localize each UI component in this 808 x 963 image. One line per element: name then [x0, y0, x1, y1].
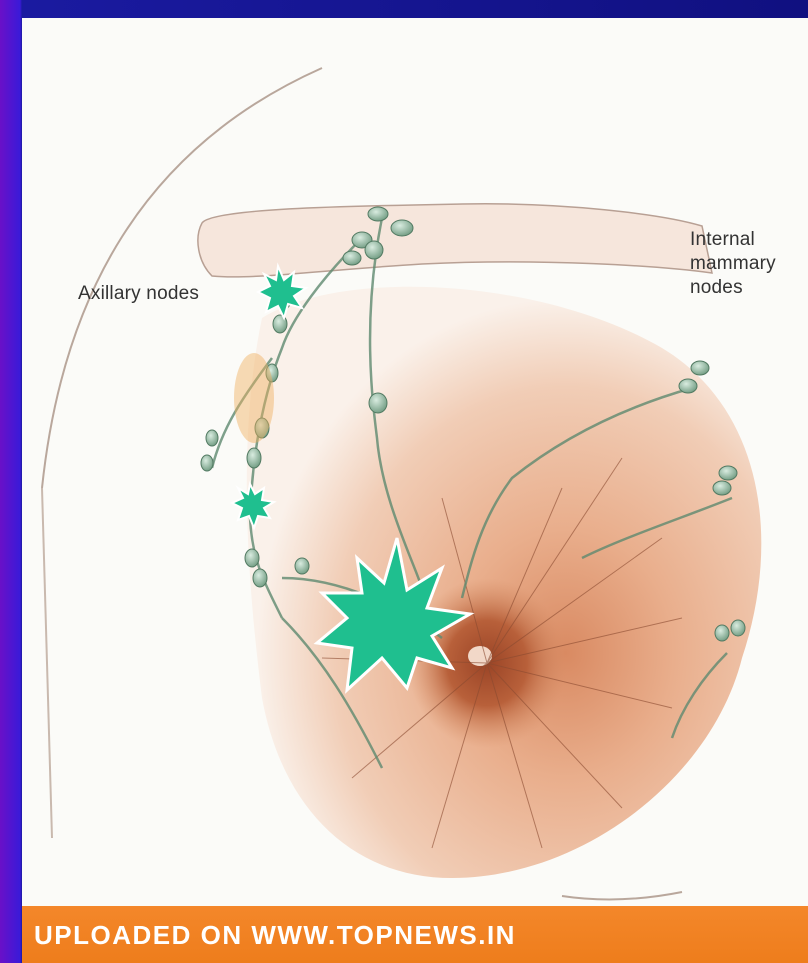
internal-mammary-nodes-label: Internal mammary nodes: [690, 228, 808, 300]
axillary-nodes-label: Axillary nodes: [78, 282, 199, 306]
internal-mammary-line-1: Internal: [690, 228, 808, 252]
internal-mammary-line-3: nodes: [690, 276, 808, 300]
illustration-frame: Axillary nodes Internal mammary nodes UP…: [22, 18, 808, 963]
internal-mammary-line-2: mammary: [690, 252, 808, 276]
watermark-banner: UPLOADED ON WWW.TOPNEWS.IN: [22, 906, 808, 963]
breast-lymphatic-illustration: [22, 18, 808, 918]
watermark-text: UPLOADED ON WWW.TOPNEWS.IN: [34, 920, 516, 951]
clavicle: [198, 204, 712, 277]
